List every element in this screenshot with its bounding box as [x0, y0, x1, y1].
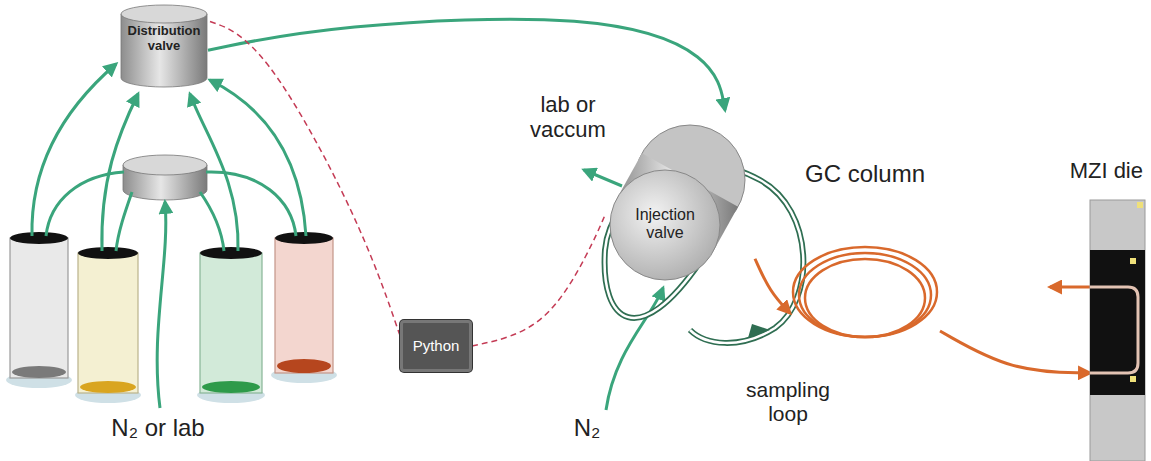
mzi-die: MZI die [1090, 200, 1145, 461]
part-heading: GC column [805, 160, 925, 188]
distribution-valve: Distribution valve [120, 4, 208, 88]
exhaust-label: lab or vaccum [518, 92, 618, 143]
node-label: Injection valve [615, 206, 715, 243]
gas-inlet-label: N₂ or lab [88, 414, 228, 442]
connector [208, 21, 400, 336]
connector [940, 331, 1090, 373]
injection-valve: Injection valve [605, 110, 755, 285]
injection-valve-shape [605, 110, 755, 285]
part-heading: MZI die [1070, 158, 1143, 183]
vial-yellow [75, 247, 141, 403]
mzi-die-shape [1090, 200, 1145, 461]
python-computer: Python [400, 320, 472, 372]
vial-grey [6, 232, 72, 388]
connector [208, 19, 725, 110]
vial-red [271, 232, 337, 383]
node-label: Distribution valve [124, 24, 204, 54]
sampling-loop [605, 166, 804, 343]
gc-column-shape [790, 235, 940, 355]
connector [472, 215, 605, 346]
gas-inlet-label: N₂ [570, 414, 604, 442]
tubing [32, 64, 663, 410]
sampling-loop-label: sampling loop [738, 378, 838, 426]
output-light [1050, 286, 1090, 289]
gc-column: GC column [790, 235, 940, 355]
connector [755, 259, 790, 313]
node-label: Python [413, 337, 460, 354]
supply-valve [123, 155, 207, 200]
vial-green [197, 247, 265, 403]
